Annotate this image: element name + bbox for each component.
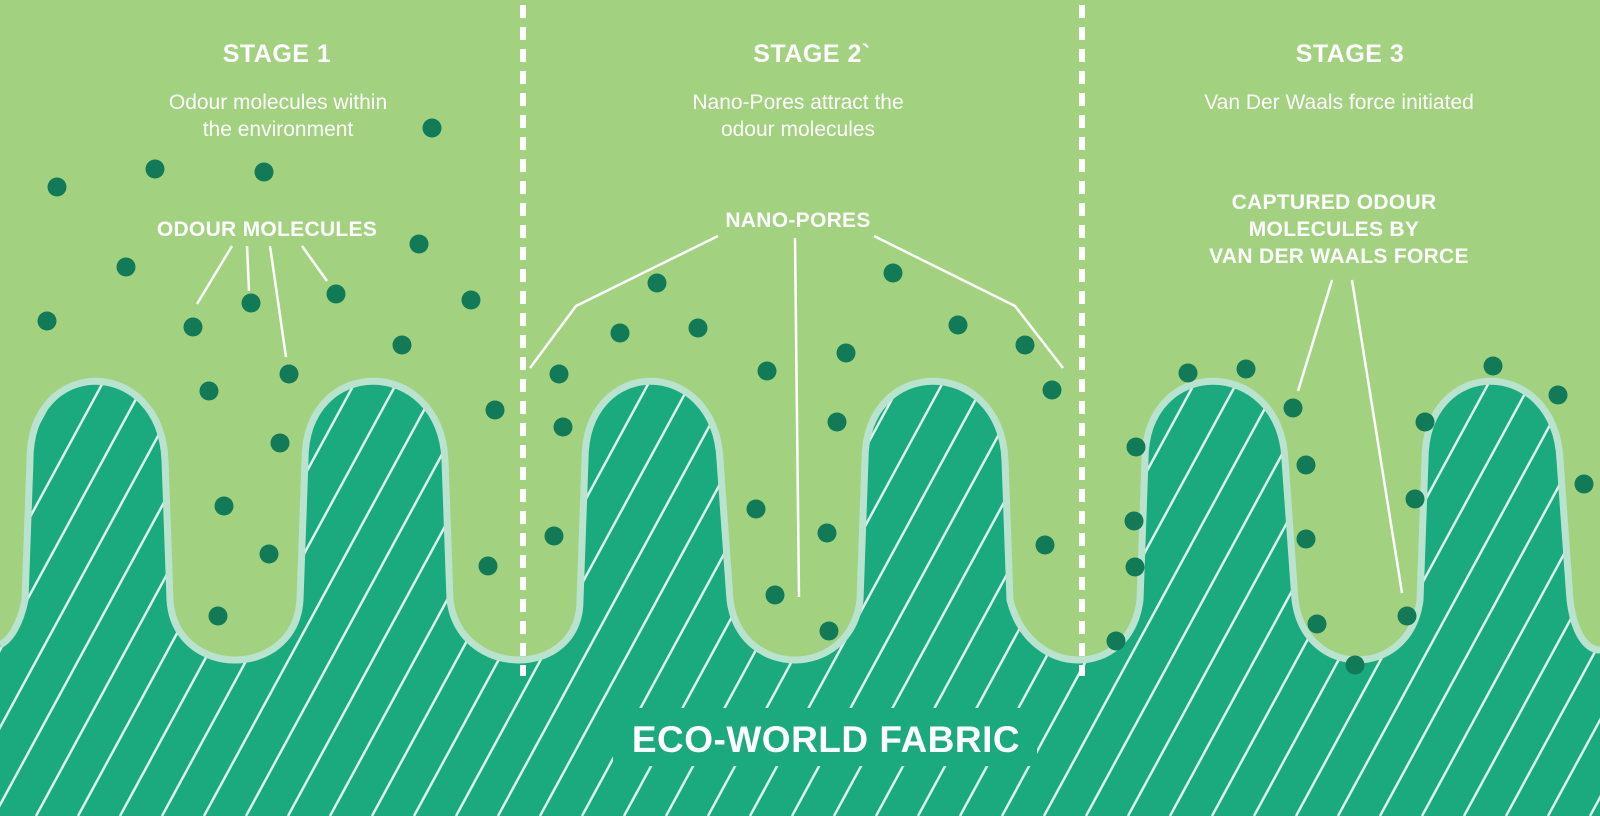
stage-3-title: STAGE 3 xyxy=(1296,40,1405,68)
odour-molecule-dot xyxy=(819,621,839,641)
odour-molecule-dot xyxy=(409,234,429,254)
odour-molecule-dot xyxy=(485,400,505,420)
hatch-line xyxy=(1042,381,1304,816)
stage-3-header: STAGE 3 Van Der Waals force initiated xyxy=(1204,40,1474,114)
odour-molecule-dot xyxy=(765,585,785,605)
stage-2-header: STAGE 2` Nano-Pores attract the odour mo… xyxy=(692,40,903,141)
fabric-surface xyxy=(0,381,1600,816)
odour-molecule-dot xyxy=(326,284,346,304)
odour-molecule-dot xyxy=(827,412,847,432)
odour-molecule-dot xyxy=(647,273,667,293)
odour-molecule-dot xyxy=(1283,398,1303,418)
odour-molecule-dot xyxy=(553,417,573,437)
stage-2-description-line-2: odour molecules xyxy=(721,118,875,141)
odour-molecule-dot xyxy=(1035,535,1055,555)
captured-label-line-1: CAPTURED ODOUR xyxy=(1232,191,1437,214)
odour-molecule-dot xyxy=(241,293,261,313)
odour-molecule-dot xyxy=(688,318,708,338)
odour-molecule-dot xyxy=(1236,359,1256,379)
odour-molecule-dot xyxy=(757,361,777,381)
odour-molecule-dot xyxy=(1574,474,1594,494)
hatch-line xyxy=(1294,381,1556,816)
odour-molecule-dot xyxy=(37,311,57,331)
stage-1-header: STAGE 1 Odour molecules within the envir… xyxy=(169,40,387,141)
odour-molecules xyxy=(37,118,1594,675)
odour-molecule-dot xyxy=(1178,363,1198,383)
odour-molecule-dot xyxy=(183,317,203,337)
hatch-line xyxy=(454,381,716,816)
odour-molecule-dot xyxy=(1106,631,1126,651)
odour-molecule-dot xyxy=(208,606,228,626)
odour-molecules-leaders xyxy=(195,245,329,358)
odour-molecule-dot xyxy=(1015,335,1035,355)
hatch-line xyxy=(202,381,464,816)
odour-molecule-dot xyxy=(461,290,481,310)
stage-2-title: STAGE 2` xyxy=(753,40,870,68)
odour-molecule-dot xyxy=(1296,529,1316,549)
odour-molecule-dot xyxy=(1483,356,1503,376)
odour-molecule-dot xyxy=(1125,557,1145,577)
hatch-line xyxy=(1546,381,1600,816)
odour-molecule-dot xyxy=(610,323,630,343)
nano-pores-label: NANO-PORES xyxy=(725,209,870,232)
fabric-outline xyxy=(0,377,1600,664)
odour-molecule-dot xyxy=(1124,511,1144,531)
stage-2-description-line-1: Nano-Pores attract the xyxy=(692,91,903,114)
stage-1-title: STAGE 1 xyxy=(223,40,332,68)
odour-molecule-dot xyxy=(116,257,136,277)
odour-molecule-dot xyxy=(199,381,219,401)
odour-molecule-dot xyxy=(270,433,290,453)
hatch-line xyxy=(1420,381,1600,816)
odour-molecule-dot xyxy=(478,556,498,576)
odour-molecule-dot xyxy=(1042,380,1062,400)
odour-molecule-dot xyxy=(544,526,564,546)
odour-molecule-dot xyxy=(1548,385,1568,405)
stage-1-description-line-2: the environment xyxy=(203,118,354,141)
odour-molecule-dot xyxy=(1296,455,1316,475)
odour-molecule-dot xyxy=(1345,655,1365,675)
hatch-line xyxy=(0,381,128,816)
odour-molecule-dot xyxy=(817,523,837,543)
odour-molecule-dot xyxy=(392,335,412,355)
odour-molecule-dot xyxy=(47,177,67,197)
odour-molecule-dot xyxy=(1405,489,1425,509)
odour-molecule-dot xyxy=(259,544,279,564)
captured-label-line-3: VAN DER WAALS FORCE xyxy=(1209,245,1469,268)
odour-molecule-dot xyxy=(1415,412,1435,432)
odour-molecule-dot xyxy=(254,162,274,182)
odour-molecule-dot xyxy=(279,364,299,384)
captured-leaders xyxy=(1296,279,1404,594)
odour-molecule-dot xyxy=(214,496,234,516)
captured-molecules-label: CAPTURED ODOUR MOLECULES BY VAN DER WAAL… xyxy=(1209,191,1469,268)
captured-label-line-2: MOLECULES BY xyxy=(1249,218,1419,241)
stage-1-description-line-1: Odour molecules within xyxy=(169,91,387,114)
odour-molecule-dot xyxy=(948,315,968,335)
odour-molecule-dot xyxy=(836,343,856,363)
hatch-line xyxy=(0,381,170,816)
odour-molecule-dot xyxy=(1307,614,1327,634)
odour-molecule-dot xyxy=(1126,437,1146,457)
odour-molecule-dot xyxy=(746,499,766,519)
hatch-line xyxy=(1504,381,1600,816)
odour-molecule-dot xyxy=(549,364,569,384)
odour-molecule-dot xyxy=(145,159,165,179)
odour-molecules-label: ODOUR MOLECULES xyxy=(157,218,377,241)
fabric-label-backdrop xyxy=(613,708,1037,766)
nano-pores-leaders xyxy=(528,234,1064,598)
odour-molecule-dot xyxy=(1397,606,1417,626)
odour-molecule-dot xyxy=(883,263,903,283)
fabric-label: ECO-WORLD FABRIC xyxy=(632,719,1020,760)
odour-molecule-dot xyxy=(422,118,442,138)
stage-3-description-line-1: Van Der Waals force initiated xyxy=(1204,91,1474,114)
